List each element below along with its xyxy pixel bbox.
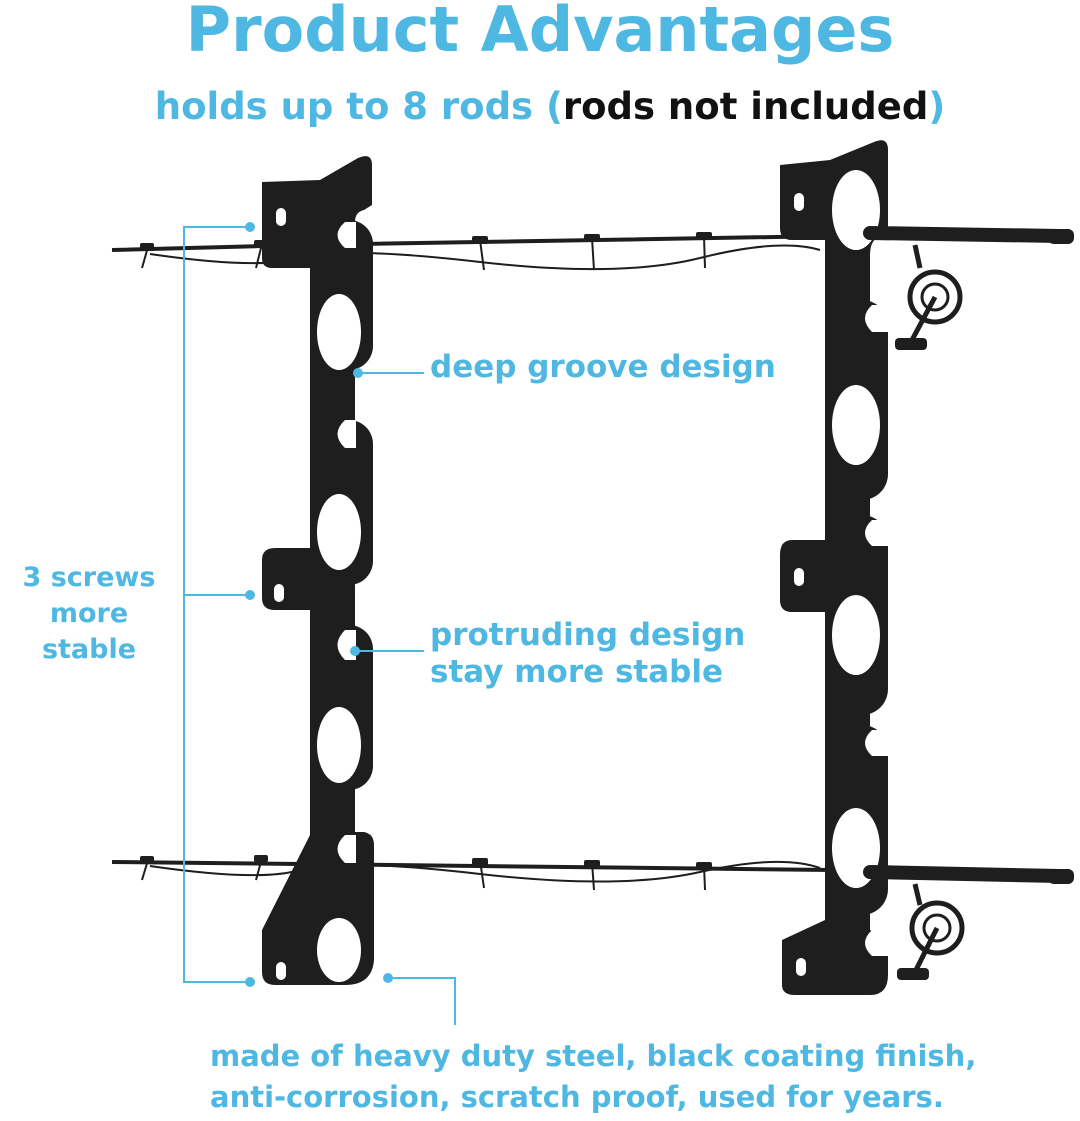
page-title: Product Advantages: [185, 0, 895, 66]
callout-screws-line1: 3 screws: [22, 562, 156, 593]
callout-material: made of heavy duty steel, black coating …: [210, 1036, 976, 1118]
callout-protruding: protruding design stay more stable: [430, 617, 745, 691]
subtitle-prefix: holds up to 8 rods (: [154, 85, 563, 128]
reel-bottom: [897, 883, 965, 980]
callout-screws-line2: more stable: [41, 598, 137, 665]
subtitle: holds up to 8 rods (rods not included): [0, 85, 1080, 129]
left-bracket-cutouts: [274, 208, 361, 982]
callout-material-line1: made of heavy duty steel, black coating …: [210, 1039, 977, 1073]
callout-screws: 3 screws more stable: [0, 560, 178, 668]
callout-protruding-line1: protruding design: [430, 617, 746, 653]
rod-handle-top: [863, 226, 1074, 350]
callout-lines: [183, 222, 456, 1025]
rod-handle-bottom: [863, 865, 1074, 980]
left-bracket: [262, 156, 374, 986]
right-bracket-cutouts: [794, 170, 889, 976]
subtitle-suffix: ): [928, 85, 946, 128]
subtitle-emphasis: rods not included: [562, 85, 929, 128]
reel-top: [895, 244, 963, 350]
callout-deep-groove: deep groove design: [430, 349, 776, 385]
callout-material-line2: anti-corrosion, scratch proof, used for …: [210, 1080, 944, 1114]
callout-protruding-line2: stay more stable: [430, 654, 723, 690]
